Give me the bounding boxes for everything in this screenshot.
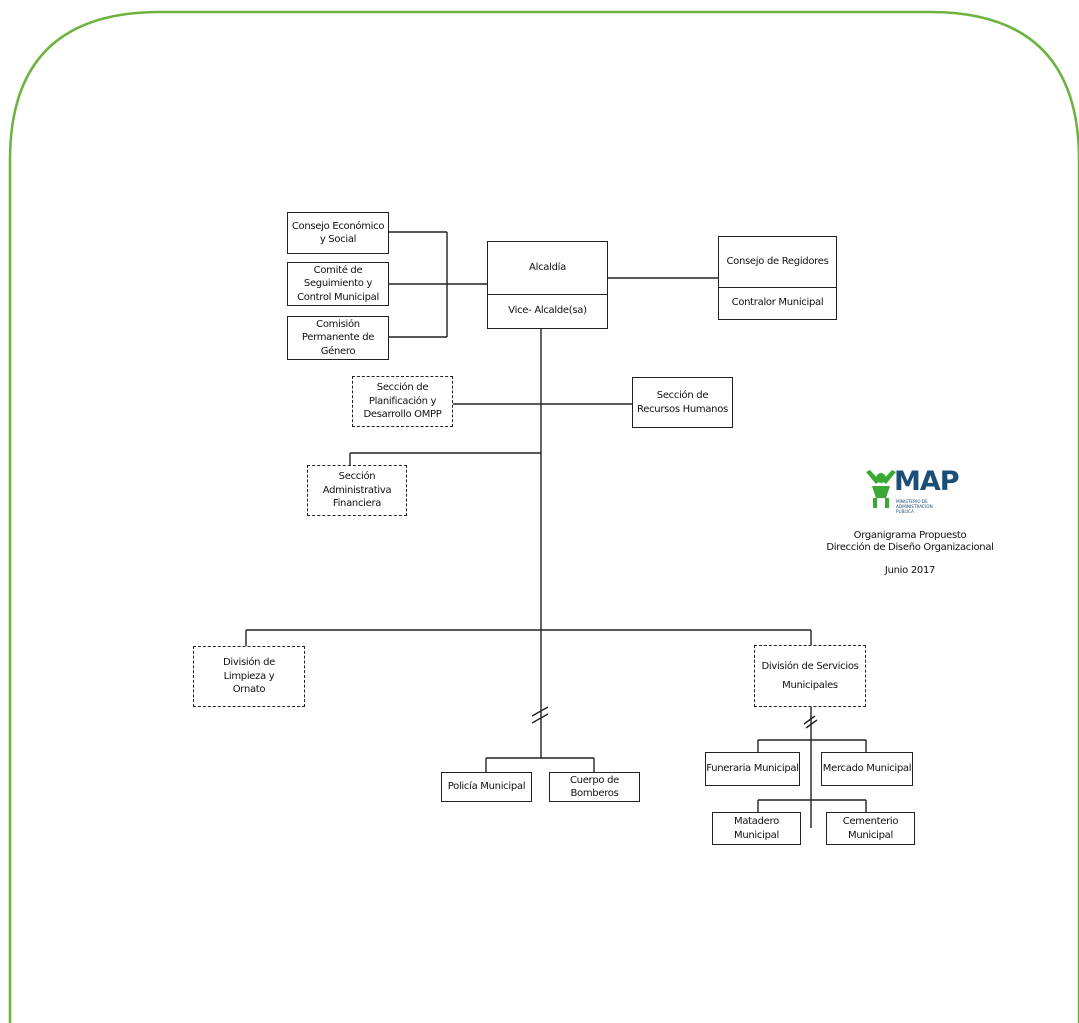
contralor-label: Contralor Municipal [731,297,824,309]
alcaldia-box: Alcaldía Vice- Alcalde(sa) [487,241,608,329]
connector-lines [245,231,867,828]
policia-municipal-box: Policía Municipal [441,772,532,802]
vice-alcalde-label: Vice- Alcalde(sa) [508,305,587,317]
mercado-municipal-box: Mercado Municipal [821,752,913,786]
alcaldia-label: Alcaldía [488,242,607,295]
caption-title: Organigrama Propuesto [853,530,967,541]
rounded-frame [8,10,1079,1023]
funeraria-municipal-box: Funeraria Municipal [705,752,800,786]
caption-department: Dirección de Diseño Organizacional [826,542,994,553]
caption-date: Junio 2017 [884,565,936,576]
consejo-regidores-box: Consejo de Regidores Contralor Municipal [718,236,837,320]
map-logo-figure [866,470,896,508]
consejo-regidores-label: Consejo de Regidores [719,237,836,288]
map-logo-text: MAP [894,466,960,497]
